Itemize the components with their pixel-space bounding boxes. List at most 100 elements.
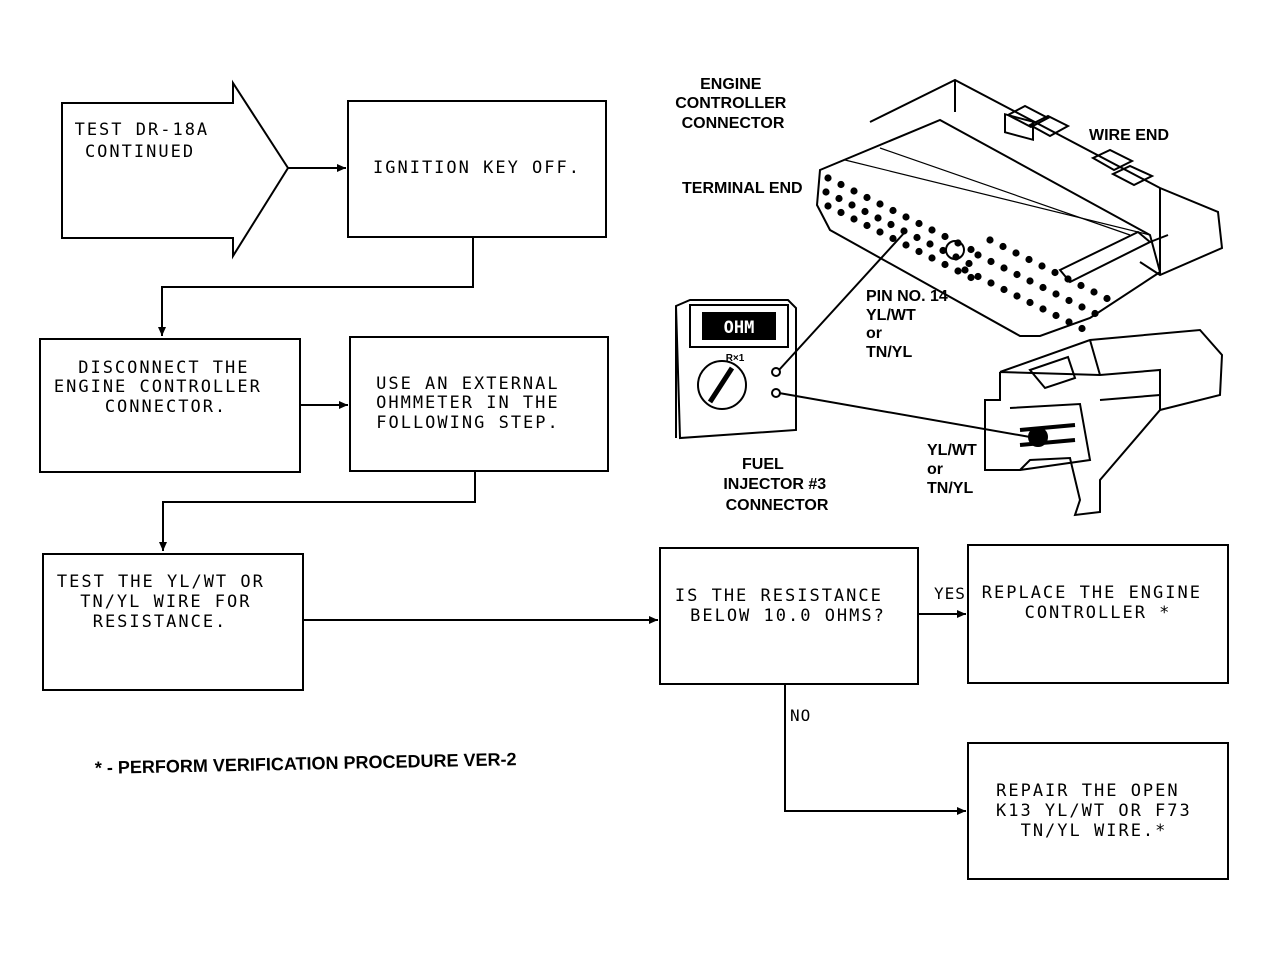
wire-end-label: WIRE END [1089,127,1169,144]
ohmmeter-display [689,304,789,348]
engine-controller-connector-label: ENGINE CONTROLLER CONNECTOR [675,76,791,132]
terminal-pin [913,233,921,242]
label-line: CONNECTOR [682,115,785,132]
terminal-pins [822,174,1111,333]
ohmmeter-screen [702,312,776,340]
terminal-pin [1026,277,1034,285]
fuel-injector-connector-label: FUEL INJECTOR #3 CONNECTOR [723,456,830,514]
svg-text:REPAIR THE OPEN K13 YL/W: REPAIR THE OPEN K13 YL/WT OR F73 TN/YL W… [996,781,1204,841]
ohmmeter-dial [697,360,747,410]
ohmmeter-display-text: OHM [724,318,755,338]
terminal-pin [837,208,845,217]
no-label: NO [790,706,811,725]
terminal-pin [1012,249,1020,257]
label-line: INJECTOR #3 [723,476,826,493]
box-line: BELOW 10.0 OHMS? [690,606,886,626]
label-line: or [927,461,943,478]
svg-text:USE AN EXTERNAL OHMMETER: USE AN EXTERNAL OHMMETER IN THE FOLLOWIN… [376,374,572,433]
start-arrow-line: TEST DR-18A [75,120,210,140]
yes-label: YES [934,584,966,603]
label-line: ENGINE [700,76,762,93]
engine-controller-connector-drawing [815,78,1224,337]
terminal-pin [1090,288,1098,296]
box-line: IGNITION KEY OFF. [373,158,581,178]
ohmmeter-range-label: R×1 [726,353,745,364]
terminal-pin [928,254,936,262]
box-resistance-question: IS THE RESISTANCE BELOW 10.0 OHMS? [659,547,919,685]
svg-text:IGNITION KEY OFF.: IGNITION KEY OFF. [373,158,581,178]
box-line: CONNECTOR. [105,397,227,417]
terminal-pin [915,247,923,256]
terminal-pin [1091,309,1099,318]
box-line: RESISTANCE. [93,612,228,632]
footnote: * - PERFORM VERIFICATION PROCEDURE VER-2 [95,749,517,778]
label-line: YL/WT [866,307,916,324]
label-line: TN/YL [866,344,912,361]
terminal-pin [876,200,884,208]
terminal-pin [824,202,832,210]
start-arrow: TEST DR-18A CONTINUED [61,79,290,260]
terminal-pin [1065,296,1073,305]
box-line: USE AN EXTERNAL [376,374,560,394]
terminal-pin [974,272,982,281]
label-line: or [866,325,882,342]
terminal-pin [874,214,882,222]
box-line: REPAIR THE OPEN [996,781,1180,801]
terminal-pin [1025,255,1033,264]
terminal-pin [1013,292,1021,300]
test-lead-to-pin-14 [778,231,906,371]
terminal-pin [835,194,843,203]
terminal-pin [850,187,858,195]
terminal-pin [1000,264,1008,272]
terminal-pin [1039,305,1047,313]
terminal-pin [876,228,884,236]
terminal-pin [941,232,949,241]
terminal-pin [863,221,871,230]
terminal-pin [900,227,908,235]
ohmmeter-jack-bottom [771,388,781,398]
terminal-pin [848,201,856,209]
box-use-external-ohmmeter: USE AN EXTERNAL OHMMETER IN THE FOLLOWIN… [349,336,609,472]
terminal-pin [837,180,845,189]
terminal-pin [952,253,960,261]
terminal-pin [1038,262,1046,270]
box-ignition-key-off: IGNITION KEY OFF. [347,100,607,238]
box-line: CONTROLLER * [1025,603,1172,623]
ohmmeter-jack-top [771,367,781,377]
terminal-pin [1077,281,1085,290]
terminal-pin [961,266,969,274]
box-test-wire-resistance: TEST THE YL/WT OR TN/YL WIRE FOR RESISTA… [42,553,304,691]
ohmmeter-dial-pointer [707,366,735,404]
terminal-pin [1065,318,1073,326]
terminal-pin [954,267,962,275]
terminal-pin [915,219,923,228]
box-line: REPLACE THE ENGINE [982,583,1202,603]
terminal-pin [1051,268,1059,277]
svg-text:IS THE RESISTANCE BELOW: IS THE RESISTANCE BELOW 10.0 OHMS? [675,586,895,626]
box-line: TN/YL WIRE.* [1021,821,1168,841]
terminal-pin [887,220,895,229]
terminal-pin [967,273,975,282]
box-line: K13 YL/WT OR F73 [996,801,1192,821]
terminal-pin [967,245,975,254]
terminal-pin [1052,311,1060,320]
connector-arrow [159,471,476,551]
terminal-end-label: TERMINAL END [682,180,803,197]
terminal-pin [941,260,949,269]
box-line: OHMMETER IN THE [376,393,560,413]
box-replace-controller: REPLACE THE ENGINE CONTROLLER * [967,544,1229,684]
label-line: YL/WT [927,442,977,459]
label-line: TN/YL [927,480,973,497]
box-line: TN/YL WIRE FOR [80,592,251,612]
start-arrow-line: CONTINUED [85,142,195,162]
start-arrow-text: TEST DR-18A CONTINUED [75,120,222,162]
terminal-pin [974,251,982,259]
connector-arrow [784,684,966,815]
terminal-pin [822,188,830,196]
terminal-pin [954,239,962,247]
label-line: CONTROLLER [675,95,787,112]
pin-label: PIN NO. 14 YL/WT or TN/YL [866,288,952,361]
terminal-pin [928,226,936,234]
terminal-pin [1078,324,1086,333]
